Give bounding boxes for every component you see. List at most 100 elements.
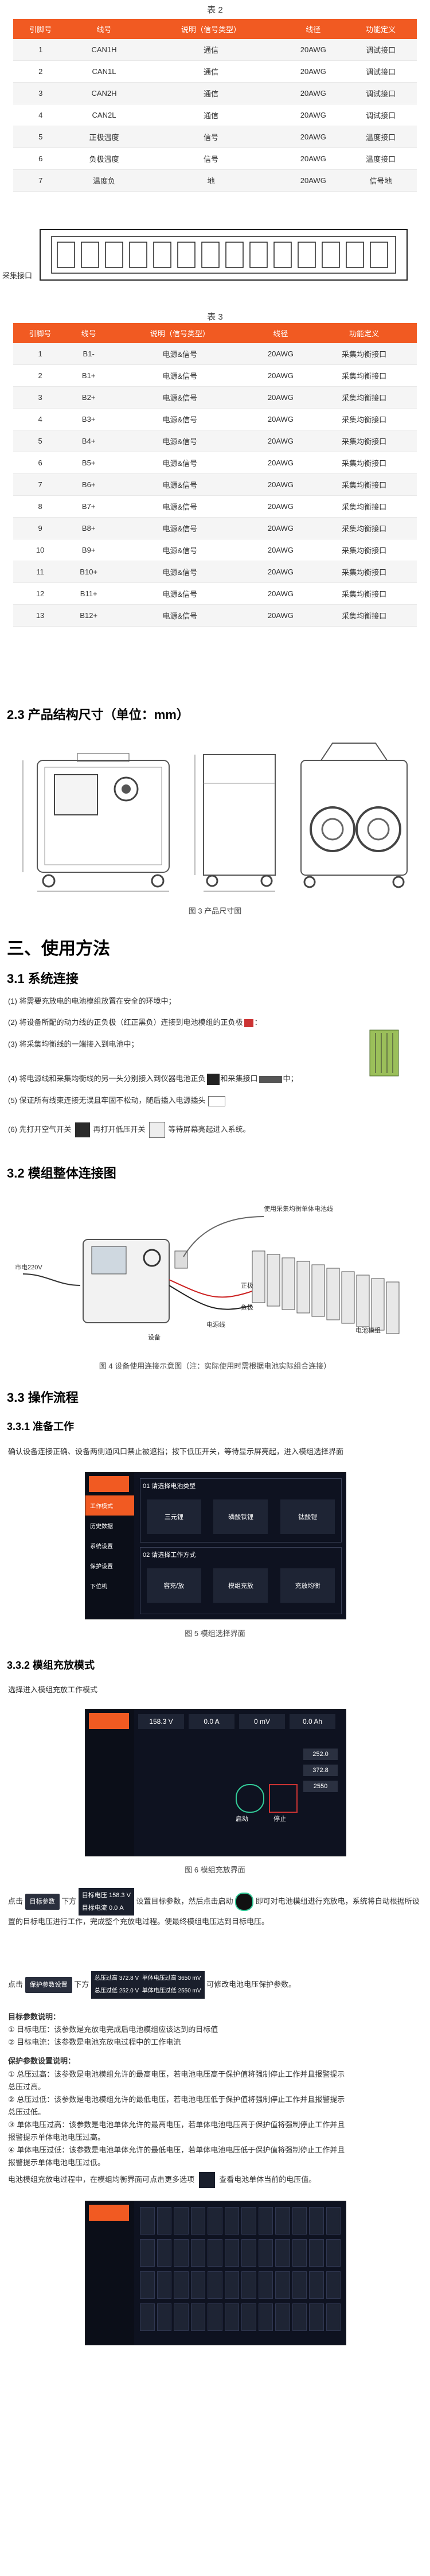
cell-voltage-box	[241, 2207, 256, 2235]
protect-title: 保护参数设置说明：	[8, 2057, 76, 2065]
more-options-icon[interactable]	[198, 2172, 215, 2188]
table-cell: 20AWG	[282, 126, 345, 148]
table-cell: 电源&信号	[110, 473, 250, 496]
table-cell: B2+	[67, 386, 111, 409]
step-3: (3) 将采集均衡线的一端接入到电池中；	[8, 1040, 139, 1048]
connector-pin	[273, 242, 292, 268]
target-title: 目标参数说明：	[8, 2012, 61, 2021]
table-cell: B12+	[67, 604, 111, 627]
table-header: 说明（信号类型）	[140, 19, 282, 39]
cell-view-paragraph: 电池模组充放电过程中，在模组均衡界面可点击更多选项 查看电池单体当前的电压值。	[8, 2172, 422, 2188]
screen-option-button[interactable]: 磷酸铁锂	[213, 1499, 268, 1534]
connector-pin	[153, 242, 171, 268]
table-header: 功能定义	[345, 19, 417, 39]
table-cell: B1-	[67, 343, 111, 365]
table-cell: 20AWG	[249, 539, 312, 561]
screen-option-button[interactable]: 充放均衡	[280, 1568, 335, 1603]
power-plug-icon	[208, 1095, 225, 1106]
table-cell: 20AWG	[282, 104, 345, 126]
table-cell: 地	[140, 169, 282, 192]
table-cell: 20AWG	[282, 60, 345, 83]
cell-voltage-box	[190, 2239, 205, 2267]
table-cell: B7+	[67, 495, 111, 518]
cell-voltage-box	[224, 2207, 239, 2235]
protect-param-button[interactable]: 保护参数设置	[25, 1977, 72, 1994]
screen-option-button[interactable]: 容充/放	[146, 1568, 201, 1603]
cell-voltage-box	[326, 2239, 341, 2267]
negative-label: 负极	[241, 1304, 253, 1311]
cell-voltage-box	[190, 2207, 205, 2235]
cell-row	[140, 2239, 341, 2267]
battery-cell	[326, 1268, 340, 1320]
section-2-3-heading: 2.3 产品结构尺寸（单位：mm）	[7, 708, 189, 722]
figure-3-caption: 图 3 产品尺寸图	[188, 907, 242, 915]
screen-sidebar: 工作模式历史数据系统设置保护设置下位机	[85, 1472, 134, 1619]
prep-text: 确认设备连接正确、设备两侧通风口禁止被遮挡；按下低压开关，等待显示屏亮起，进入模…	[8, 1447, 344, 1456]
cell-voltage-box	[140, 2303, 155, 2331]
table-cell: B6+	[67, 473, 111, 496]
table-cell: 调试接口	[345, 82, 417, 104]
section-3-2-heading: 3.2 模组整体连接图	[7, 1166, 116, 1180]
target-param-button[interactable]: 目标参数	[25, 1894, 60, 1910]
screen-menu-item[interactable]: 下位机	[90, 1584, 107, 1590]
battery-cell	[386, 1281, 400, 1334]
screen-setting-value[interactable]: 252.0	[303, 1749, 338, 1760]
table-cell: 3	[13, 386, 68, 409]
cell-voltage-box	[292, 2239, 307, 2267]
table-cell: 6	[13, 147, 68, 170]
table-cell: 电源&信号	[110, 495, 250, 518]
module-select-screen: 工作模式历史数据系统设置保护设置下位机 01 请选择电池类型 三元锂磷酸铁锂钛酸…	[85, 1472, 346, 1619]
screen-option-button[interactable]: 模组充放	[213, 1568, 268, 1603]
battery-port-icon	[206, 1073, 220, 1085]
table3-caption: 表 3	[207, 312, 223, 322]
cell-voltage-box	[157, 2207, 171, 2235]
screen-setting-value[interactable]: 372.8	[303, 1765, 338, 1776]
screen-menu-item[interactable]: 工作模式	[85, 1495, 134, 1516]
screen-option-button[interactable]: 钛酸锂	[280, 1499, 335, 1534]
table-cell: 20AWG	[249, 561, 312, 583]
cell-voltage-box	[157, 2239, 171, 2267]
table-cell: 电源&信号	[110, 452, 250, 474]
table-header: 线径	[282, 19, 345, 39]
protect-item: 报警提示单体电池电压过低。	[8, 2158, 105, 2167]
table-cell: 采集均衡接口	[311, 386, 417, 409]
table-cell: 电源&信号	[110, 430, 250, 452]
connector-label: 采集接口	[2, 271, 33, 280]
screen-option-button[interactable]: 三元锂	[146, 1499, 201, 1534]
cell-voltage-box	[208, 2303, 222, 2331]
table-header: 引脚号	[13, 19, 68, 39]
table-cell: 20AWG	[249, 604, 312, 627]
cell-voltage-box	[224, 2303, 239, 2331]
battery-cell	[341, 1271, 355, 1324]
connector-pin	[298, 242, 316, 268]
screen-menu-item[interactable]: 保护设置	[90, 1564, 113, 1570]
brand-logo-3	[89, 2205, 129, 2221]
table-cell: 20AWG	[249, 364, 312, 387]
cell-voltage-box	[157, 2271, 171, 2299]
screen-menu-item[interactable]: 历史数据	[90, 1524, 113, 1530]
connector-pin	[177, 242, 196, 268]
screen-setting-value[interactable]: 2550	[303, 1781, 338, 1792]
start-button-icon[interactable]	[235, 1893, 254, 1911]
cell-voltage-box	[208, 2271, 222, 2299]
section-3-3-2-heading: 3.3.2 模组充放模式	[7, 1660, 95, 1671]
stop-icon[interactable]	[269, 1784, 298, 1813]
start-icon[interactable]	[236, 1784, 264, 1813]
start-label: 启动	[236, 1816, 248, 1823]
table-cell: 负极温度	[68, 147, 140, 170]
table-cell: 1	[13, 39, 68, 61]
connector-pin	[225, 242, 244, 268]
connector-pin	[370, 242, 388, 268]
table-cell: 电源&信号	[110, 582, 250, 605]
cell-voltage-box	[326, 2207, 341, 2235]
screen-menu-item[interactable]: 系统设置	[90, 1544, 113, 1550]
cell-row	[140, 2271, 341, 2299]
table-cell: 温度负	[68, 169, 140, 192]
cell-voltage-box	[140, 2207, 155, 2235]
